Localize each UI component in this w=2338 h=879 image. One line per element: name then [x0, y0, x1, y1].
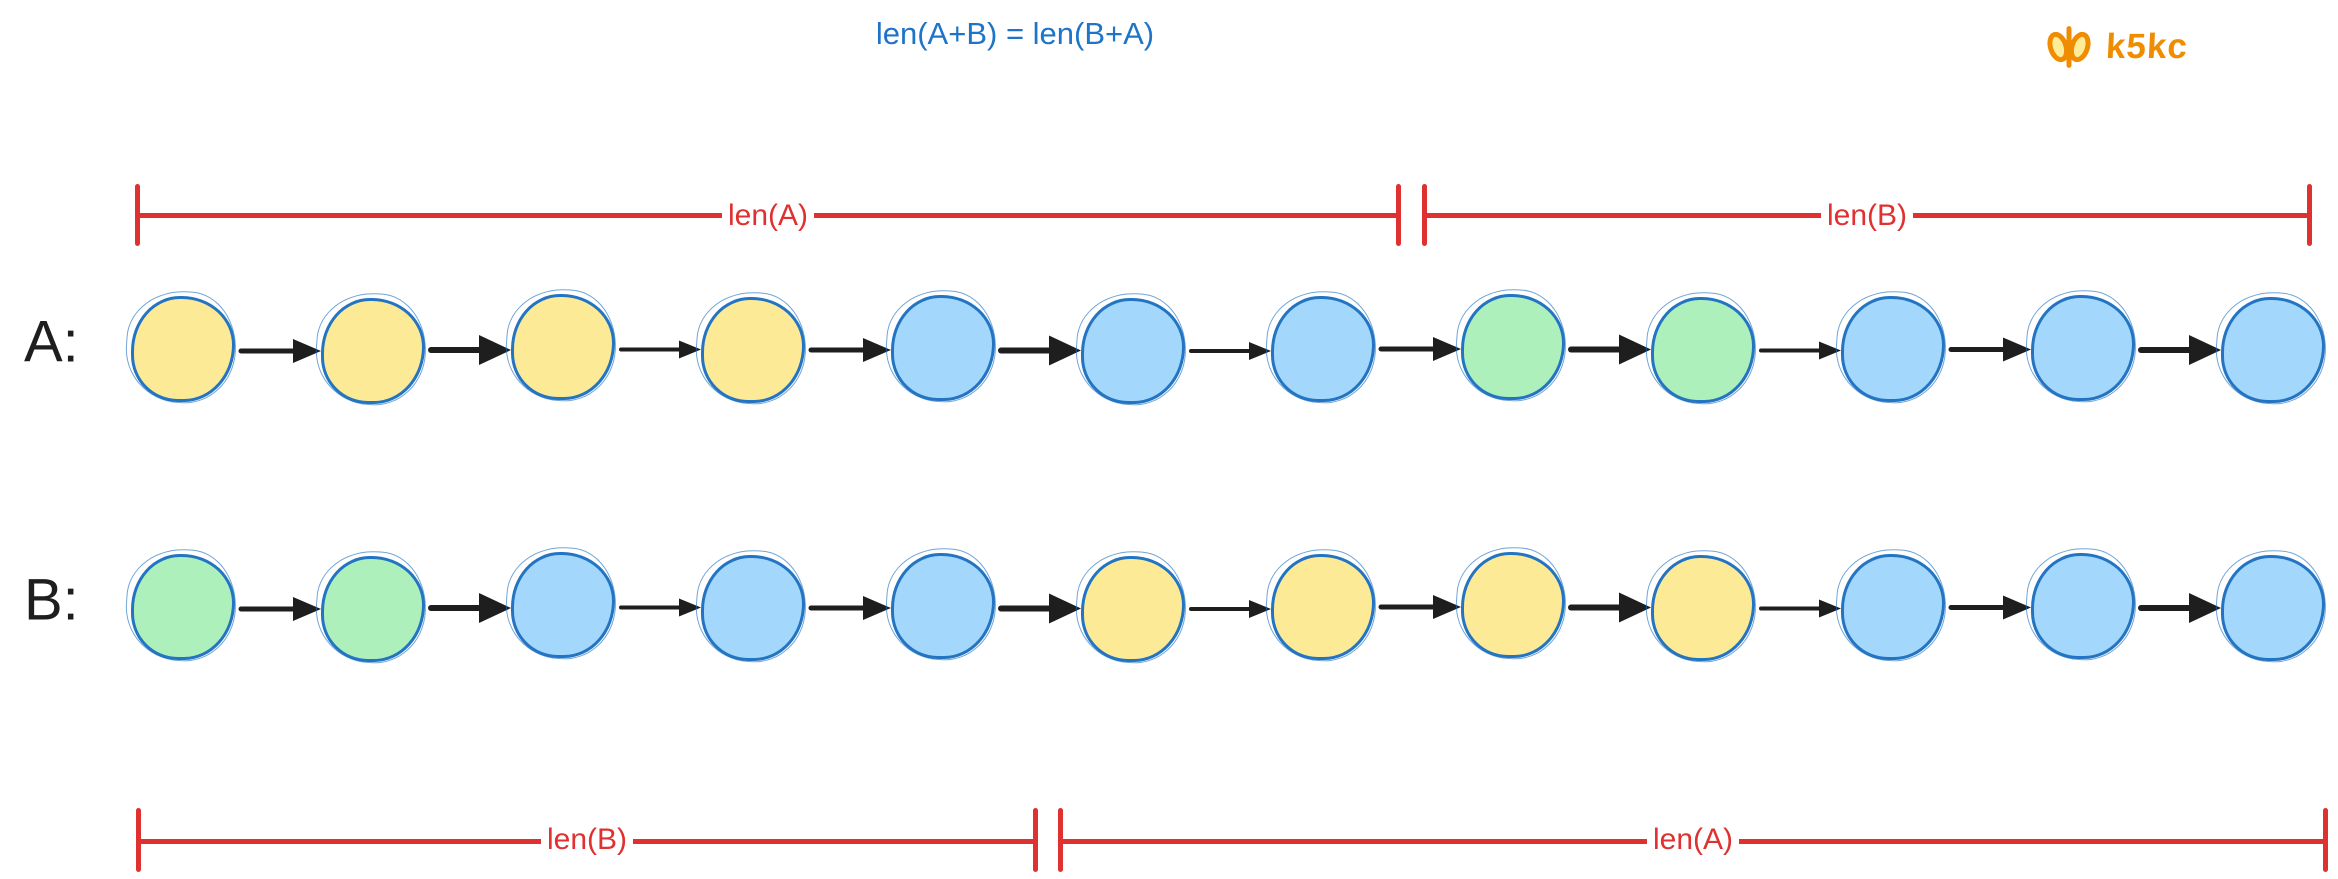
list-b-node-6-yellow [1081, 556, 1185, 662]
list-b-node-11-blue [2031, 553, 2135, 659]
logo: k5kc [2046, 26, 2189, 68]
list-a-node-1-yellow [131, 296, 235, 402]
list-a-node-4-yellow [701, 297, 805, 403]
list-a-node-9-green [1651, 297, 1755, 403]
bracket-top-len-b: len(B) [1422, 184, 2312, 246]
bracket-bottom-len-a: len(A) [1058, 808, 2328, 872]
diagram-title: len(A+B) = len(B+A) [875, 16, 1155, 51]
list-a-node-3-yellow [511, 294, 615, 400]
bracket-label: len(B) [1820, 199, 1914, 233]
list-a-node-12-blue [2221, 297, 2325, 403]
list-a-node-11-blue [2031, 295, 2135, 401]
list-a-node-8-green [1461, 294, 1565, 400]
list-b-node-2-green [321, 556, 425, 662]
butterfly-logo-icon [2047, 26, 2091, 68]
list-a-row: A: [0, 294, 2338, 404]
list-b-node-3-blue [511, 552, 615, 658]
list-a-nodes [0, 294, 2338, 404]
bracket-tick [2307, 184, 2312, 246]
list-b-row: B: [0, 552, 2338, 662]
bracket-label: len(A) [721, 199, 815, 233]
list-a-node-7-blue [1271, 296, 1375, 402]
list-a-node-10-blue [1841, 296, 1945, 402]
list-b-label: B: [24, 567, 79, 633]
list-b-arrows [238, 592, 2221, 624]
bracket-tick [1396, 184, 1401, 246]
bracket-label: len(B) [540, 823, 634, 857]
bracket-tick [1033, 808, 1038, 872]
list-b-node-12-blue [2221, 555, 2325, 661]
list-b-node-8-yellow [1461, 552, 1565, 658]
list-b-node-5-blue [891, 553, 995, 659]
logo-text: k5kc [2105, 27, 2189, 66]
list-b-nodes [0, 552, 2338, 662]
list-b-node-7-yellow [1271, 554, 1375, 660]
list-a-node-5-blue [891, 295, 995, 401]
list-a-node-2-yellow [321, 298, 425, 404]
list-b-node-10-blue [1841, 554, 1945, 660]
bracket-tick [2323, 808, 2328, 872]
list-a-arrows [238, 334, 2221, 366]
bracket-label: len(A) [1646, 823, 1740, 857]
list-b-node-9-yellow [1651, 555, 1755, 661]
list-a-node-6-blue [1081, 298, 1185, 404]
bracket-top-len-a: len(A) [135, 184, 1401, 246]
bracket-bottom-len-b: len(B) [136, 808, 1038, 872]
list-b-node-4-blue [701, 555, 805, 661]
list-a-label: A: [24, 309, 79, 375]
list-b-node-1-green [131, 554, 235, 660]
